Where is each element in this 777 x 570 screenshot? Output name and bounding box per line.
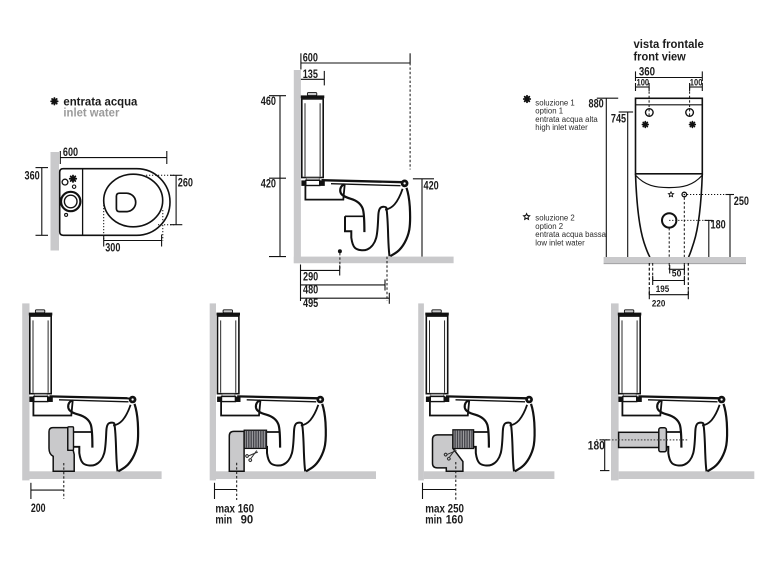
svg-text:90: 90	[241, 513, 254, 526]
svg-text:160: 160	[446, 513, 464, 526]
svg-text:entrata acqua alta: entrata acqua alta	[535, 115, 598, 124]
svg-text:300: 300	[105, 242, 121, 255]
svg-text:420: 420	[424, 179, 440, 192]
svg-text:entrata acqua bassa: entrata acqua bassa	[535, 230, 606, 239]
svg-text:vista frontale: vista frontale	[634, 37, 705, 51]
svg-text:option 1: option 1	[535, 107, 563, 116]
svg-text:50: 50	[672, 268, 682, 278]
svg-text:360: 360	[25, 169, 41, 182]
svg-text:soluzione 2: soluzione 2	[535, 214, 574, 223]
svg-text:220: 220	[652, 298, 665, 308]
svg-text:option 2: option 2	[535, 222, 563, 231]
svg-text:min: min	[425, 513, 442, 526]
svg-text:high inlet water: high inlet water	[535, 123, 588, 132]
svg-text:max 250: max 250	[425, 502, 464, 515]
svg-text:360: 360	[639, 66, 656, 79]
svg-text:880: 880	[589, 98, 605, 111]
svg-text:420: 420	[261, 177, 277, 190]
svg-text:460: 460	[261, 95, 277, 108]
svg-text:200: 200	[31, 502, 46, 515]
svg-text:inlet water: inlet water	[63, 107, 119, 120]
svg-text:195: 195	[656, 284, 669, 294]
svg-text:soluzione 1: soluzione 1	[535, 98, 574, 107]
svg-text:290: 290	[303, 271, 319, 284]
svg-text:min: min	[215, 513, 232, 526]
svg-text:entrata acqua: entrata acqua	[63, 95, 137, 108]
svg-text:100: 100	[637, 78, 650, 88]
svg-text:745: 745	[611, 112, 627, 125]
svg-text:250: 250	[734, 195, 750, 208]
svg-text:260: 260	[178, 177, 194, 190]
svg-text:low inlet water: low inlet water	[535, 238, 585, 247]
svg-text:600: 600	[303, 52, 319, 65]
svg-text:495: 495	[303, 297, 319, 310]
svg-text:480: 480	[303, 284, 319, 297]
svg-text:135: 135	[303, 68, 319, 81]
svg-text:600: 600	[63, 146, 79, 159]
svg-text:100: 100	[690, 78, 703, 88]
svg-text:front view: front view	[634, 50, 687, 64]
svg-text:180: 180	[588, 440, 605, 453]
svg-text:180: 180	[711, 218, 727, 231]
svg-text:max 160: max 160	[215, 502, 254, 515]
